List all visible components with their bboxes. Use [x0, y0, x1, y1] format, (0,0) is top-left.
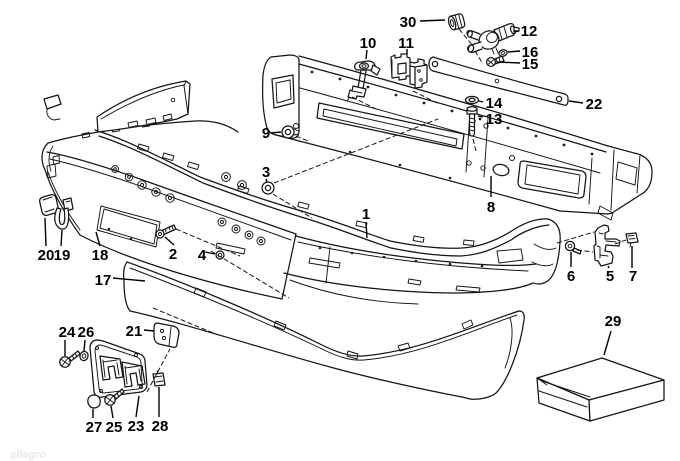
- svg-text:13: 13: [486, 111, 503, 128]
- svg-text:9: 9: [262, 125, 270, 142]
- svg-text:3: 3: [262, 164, 270, 181]
- svg-text:12: 12: [521, 23, 538, 40]
- svg-text:25: 25: [106, 419, 123, 436]
- svg-text:5: 5: [606, 268, 614, 285]
- svg-text:23: 23: [128, 418, 145, 435]
- svg-text:28: 28: [152, 418, 169, 435]
- svg-text:30: 30: [400, 14, 417, 31]
- svg-text:27: 27: [86, 419, 103, 436]
- svg-text:22: 22: [586, 96, 603, 113]
- svg-text:6: 6: [567, 268, 575, 285]
- svg-text:24: 24: [59, 324, 76, 341]
- svg-text:17: 17: [95, 272, 112, 289]
- svg-text:16: 16: [522, 44, 539, 61]
- svg-text:19: 19: [54, 247, 71, 264]
- svg-text:4: 4: [198, 247, 207, 264]
- svg-text:2: 2: [169, 246, 177, 263]
- svg-text:21: 21: [126, 323, 143, 340]
- svg-text:1: 1: [362, 206, 370, 223]
- svg-text:7: 7: [629, 268, 637, 285]
- svg-text:11: 11: [398, 35, 414, 52]
- svg-text:15: 15: [522, 56, 539, 73]
- svg-text:18: 18: [92, 247, 109, 264]
- svg-text:10: 10: [360, 35, 377, 52]
- svg-text:allegro: allegro: [10, 449, 46, 461]
- svg-text:26: 26: [78, 324, 95, 341]
- svg-text:29: 29: [605, 313, 622, 330]
- svg-text:14: 14: [486, 95, 503, 112]
- svg-text:20: 20: [38, 247, 55, 264]
- svg-text:8: 8: [487, 199, 495, 216]
